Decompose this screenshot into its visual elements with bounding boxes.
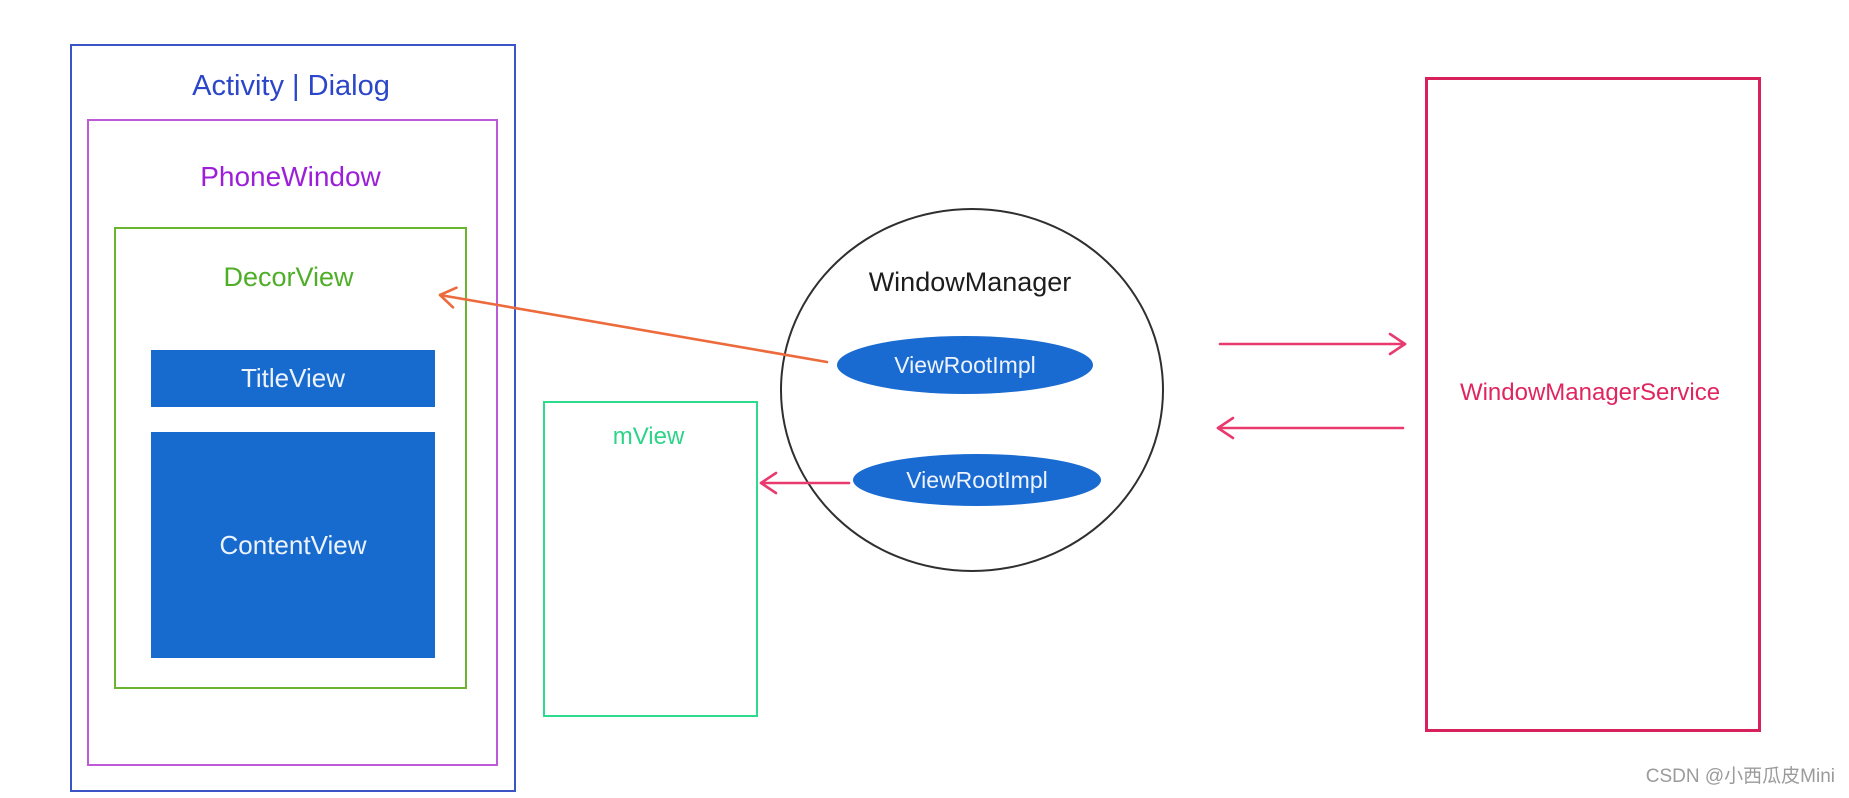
phone-window-label: PhoneWindow [200,161,381,192]
view-root-impl-ellipse-1: ViewRootImpl [837,336,1093,394]
view-root-impl-ellipse-2: ViewRootImpl [853,454,1101,506]
view-root-impl-label-2: ViewRootImpl [906,466,1048,493]
view-root-impl-label-1: ViewRootImpl [894,351,1036,378]
decor-view-label: DecorView [223,262,354,292]
phone-window-box [87,119,498,766]
window-manager-label: WindowManager [868,267,1072,297]
title-view-label: TitleView [240,363,346,393]
window-manager-service-box [1425,77,1761,732]
csdn-watermark: CSDN @小西瓜皮Mini [1645,766,1835,787]
mview-box [543,401,758,717]
content-view-label: ContentView [219,529,367,560]
window-manager-service-label: WindowManagerService [1459,379,1721,406]
title-view-box: TitleView [151,350,435,407]
decor-view-box [114,227,467,689]
content-view-box: ContentView [151,432,435,658]
activity-dialog-label: Activity | Dialog [192,70,390,102]
activity-dialog-box [70,44,516,792]
mview-label: mView [612,423,685,450]
